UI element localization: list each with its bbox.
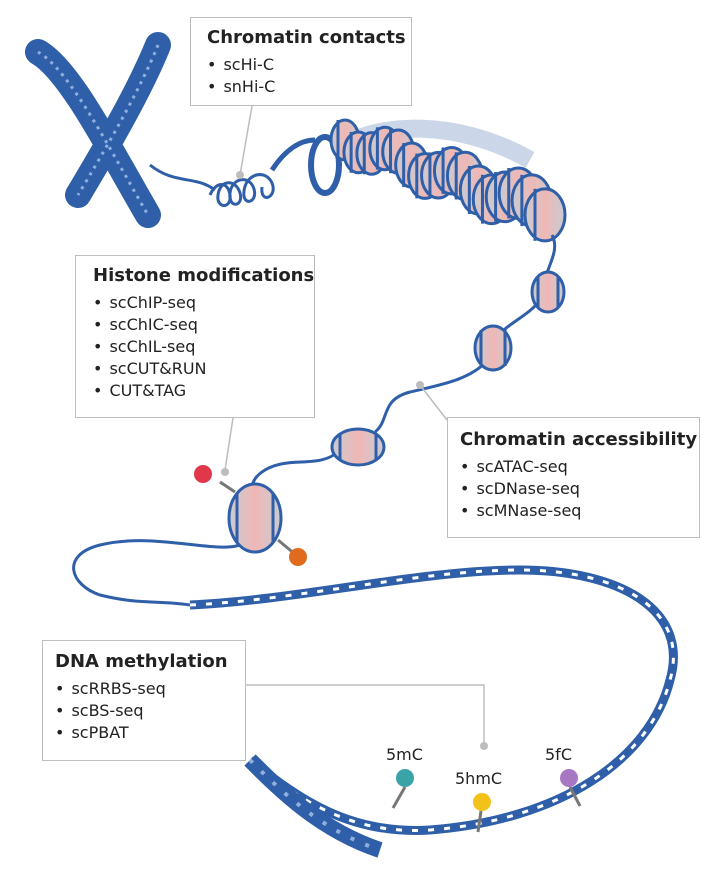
stacked-nucleosome xyxy=(523,187,567,243)
method-list: scATAC-seq scDNase-seq scMNase-seq xyxy=(460,456,699,522)
method-item: scPBAT xyxy=(55,722,245,744)
method-item: scHi-C xyxy=(207,54,411,76)
nucleosome-modified xyxy=(219,480,297,557)
callout-title: DNA methylation xyxy=(55,651,228,672)
method-item: snHi-C xyxy=(207,76,411,98)
histone-mark-orange xyxy=(289,548,307,566)
mark-label-5mc: 5mC xyxy=(386,745,423,764)
contacts-anchor-dot xyxy=(236,171,244,179)
callout-chromatin-accessibility: Chromatin accessibility scATAC-seq scDNa… xyxy=(447,417,700,538)
nucleosome-array xyxy=(329,118,567,243)
callout-title: Chromatin contacts xyxy=(207,27,406,48)
nucleosome-3 xyxy=(330,427,386,467)
callout-title: Chromatin accessibility xyxy=(460,429,698,450)
method-item: scBS-seq xyxy=(55,700,245,722)
chromosome xyxy=(25,32,171,228)
histone-anchor-dot xyxy=(221,468,229,476)
mark-label-5fc: 5fC xyxy=(545,745,572,764)
method-item: scMNase-seq xyxy=(460,500,699,522)
method-item: scDNase-seq xyxy=(460,478,699,500)
callout-title: Histone modifications xyxy=(93,265,315,286)
nucleosome-2 xyxy=(473,324,513,372)
method-item: scChIC-seq xyxy=(93,314,314,336)
callout-connectors xyxy=(224,105,485,745)
method-list: scHi-C snHi-C xyxy=(207,54,411,98)
method-item: scATAC-seq xyxy=(460,456,699,478)
methylation-mark-5fc: 5fC xyxy=(545,745,582,807)
method-list: scRRBS-seq scBS-seq scPBAT xyxy=(55,678,245,744)
callout-chromatin-contacts: Chromatin contacts scHi-C snHi-C xyxy=(190,17,412,106)
method-item: scCUT&RUN xyxy=(93,358,314,380)
accessibility-anchor-dot xyxy=(416,381,424,389)
callout-histone-modifications: Histone modifications scChIP-seq scChIC-… xyxy=(75,255,315,418)
method-item: scChIP-seq xyxy=(93,292,314,314)
methylation-mark-5hmc: 5hmC xyxy=(455,769,502,833)
methylation-anchor-dot xyxy=(480,742,488,750)
method-item: CUT&TAG xyxy=(93,380,314,402)
dna-double-helix xyxy=(189,565,678,858)
mark-label-5hmc: 5hmC xyxy=(455,769,502,788)
methylation-mark-5mc: 5mC xyxy=(386,745,423,809)
method-item: scChIL-seq xyxy=(93,336,314,358)
method-item: scRRBS-seq xyxy=(55,678,245,700)
method-list: scChIP-seq scChIC-seq scChIL-seq scCUT&R… xyxy=(93,292,314,402)
callout-dna-methylation: DNA methylation scRRBS-seq scBS-seq scPB… xyxy=(42,640,246,761)
nucleosome-1 xyxy=(530,270,566,314)
histone-mark-red xyxy=(194,465,212,483)
